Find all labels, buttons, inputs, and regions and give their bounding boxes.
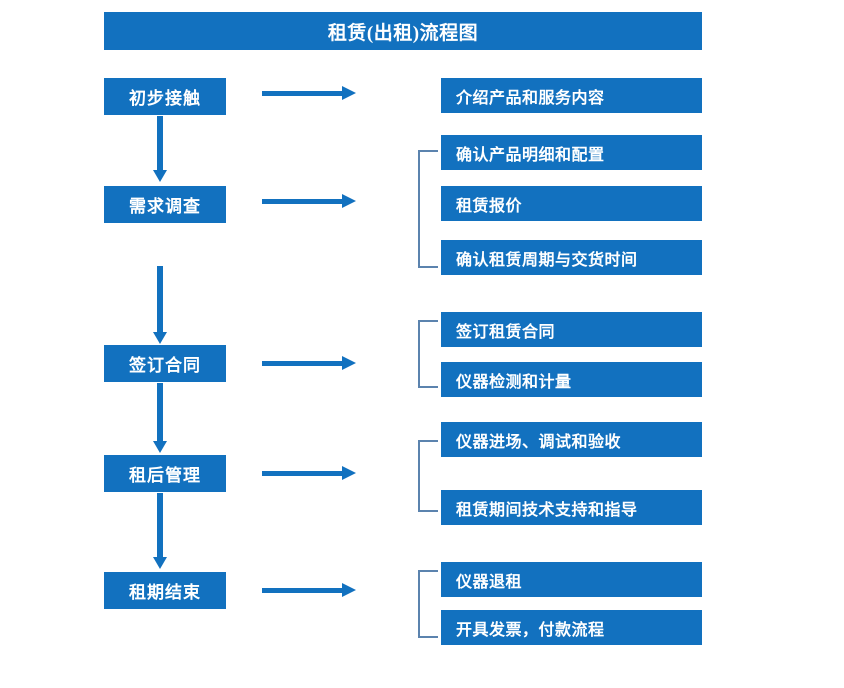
arrow-shaft [262,91,344,96]
detail-box-4-2[interactable]: 租赁期间技术支持和指导 [441,490,702,525]
arrow-right-4 [262,465,357,481]
detail-box-2-3[interactable]: 确认租赁周期与交货时间 [441,240,702,275]
detail-box-2-2[interactable]: 租赁报价 [441,186,702,221]
detail-box-3-1[interactable]: 签订租赁合同 [441,312,702,347]
stage-box-3[interactable]: 签订合同 [104,345,226,382]
arrow-shaft [262,588,344,593]
arrow-down-4 [152,493,168,569]
arrow-shaft [157,493,163,557]
stage-box-5[interactable]: 租期结束 [104,572,226,609]
arrow-down-3 [152,383,168,453]
arrow-shaft [262,361,344,366]
detail-box-1-1[interactable]: 介绍产品和服务内容 [441,78,702,113]
arrow-shaft [262,471,344,476]
arrow-head [342,583,356,597]
arrow-right-5 [262,582,357,598]
arrow-right-3 [262,355,357,371]
arrow-head [153,170,167,182]
arrow-shaft [262,199,344,204]
bracket-group-3 [418,320,438,388]
arrow-head [342,86,356,100]
arrow-down-1 [152,116,168,182]
bracket-group-2 [418,150,438,268]
stage-box-2[interactable]: 需求调查 [104,186,226,223]
detail-box-5-1[interactable]: 仪器退租 [441,562,702,597]
arrow-head [153,441,167,453]
arrow-head [153,557,167,569]
arrow-head [153,332,167,344]
bracket-group-4 [418,440,438,512]
stage-box-1[interactable]: 初步接触 [104,78,226,115]
detail-box-4-1[interactable]: 仪器进场、调试和验收 [441,422,702,457]
arrow-shaft [157,266,163,332]
detail-box-2-1[interactable]: 确认产品明细和配置 [441,135,702,170]
arrow-right-1 [262,85,357,101]
page-title: 租赁(出租)流程图 [104,12,702,50]
stage-box-4[interactable]: 租后管理 [104,455,226,492]
arrow-right-2 [262,193,357,209]
arrow-shaft [157,383,163,441]
arrow-head [342,194,356,208]
arrow-head [342,466,356,480]
bracket-group-5 [418,570,438,638]
arrow-shaft [157,116,163,170]
arrow-down-2 [152,266,168,344]
detail-box-5-2[interactable]: 开具发票，付款流程 [441,610,702,645]
arrow-head [342,356,356,370]
detail-box-3-2[interactable]: 仪器检测和计量 [441,362,702,397]
